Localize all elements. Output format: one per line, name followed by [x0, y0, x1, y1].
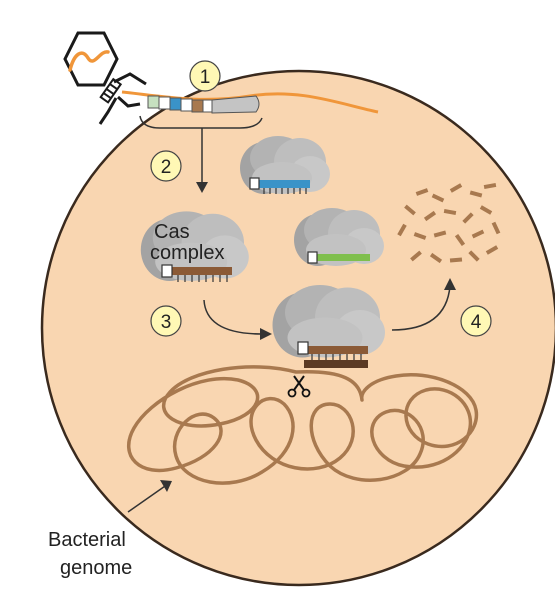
cas-complex-green	[294, 208, 384, 266]
bind-arrow	[203, 299, 263, 335]
degraded-dna-fragments	[397, 182, 501, 264]
cas-label-line2: complex	[150, 242, 224, 264]
crispr-array	[147, 95, 260, 114]
svg-text:1: 1	[200, 67, 211, 88]
cas-complex-target	[272, 285, 385, 368]
transcription-bracket	[139, 115, 263, 129]
step-1-badge: 1	[189, 60, 221, 92]
bacterial-genome	[127, 365, 479, 485]
cas-complex-blue	[240, 136, 330, 194]
genome-label-line1: Bacterial	[48, 529, 126, 551]
step-4-badge: 4	[460, 305, 492, 337]
genome-label-line2: genome	[60, 557, 132, 579]
scissors-icon	[287, 375, 311, 398]
cas-label-line1: Cas	[154, 221, 190, 243]
svg-text:2: 2	[161, 157, 172, 178]
step-2-badge: 2	[150, 150, 182, 182]
svg-text:3: 3	[161, 312, 172, 333]
degrade-arrow	[391, 285, 451, 331]
svg-text:4: 4	[471, 312, 482, 333]
genome-pointer-arrow	[127, 483, 169, 513]
cas-complex-labeled	[140, 211, 249, 282]
phage-icon	[63, 31, 147, 125]
step-3-badge: 3	[150, 305, 182, 337]
